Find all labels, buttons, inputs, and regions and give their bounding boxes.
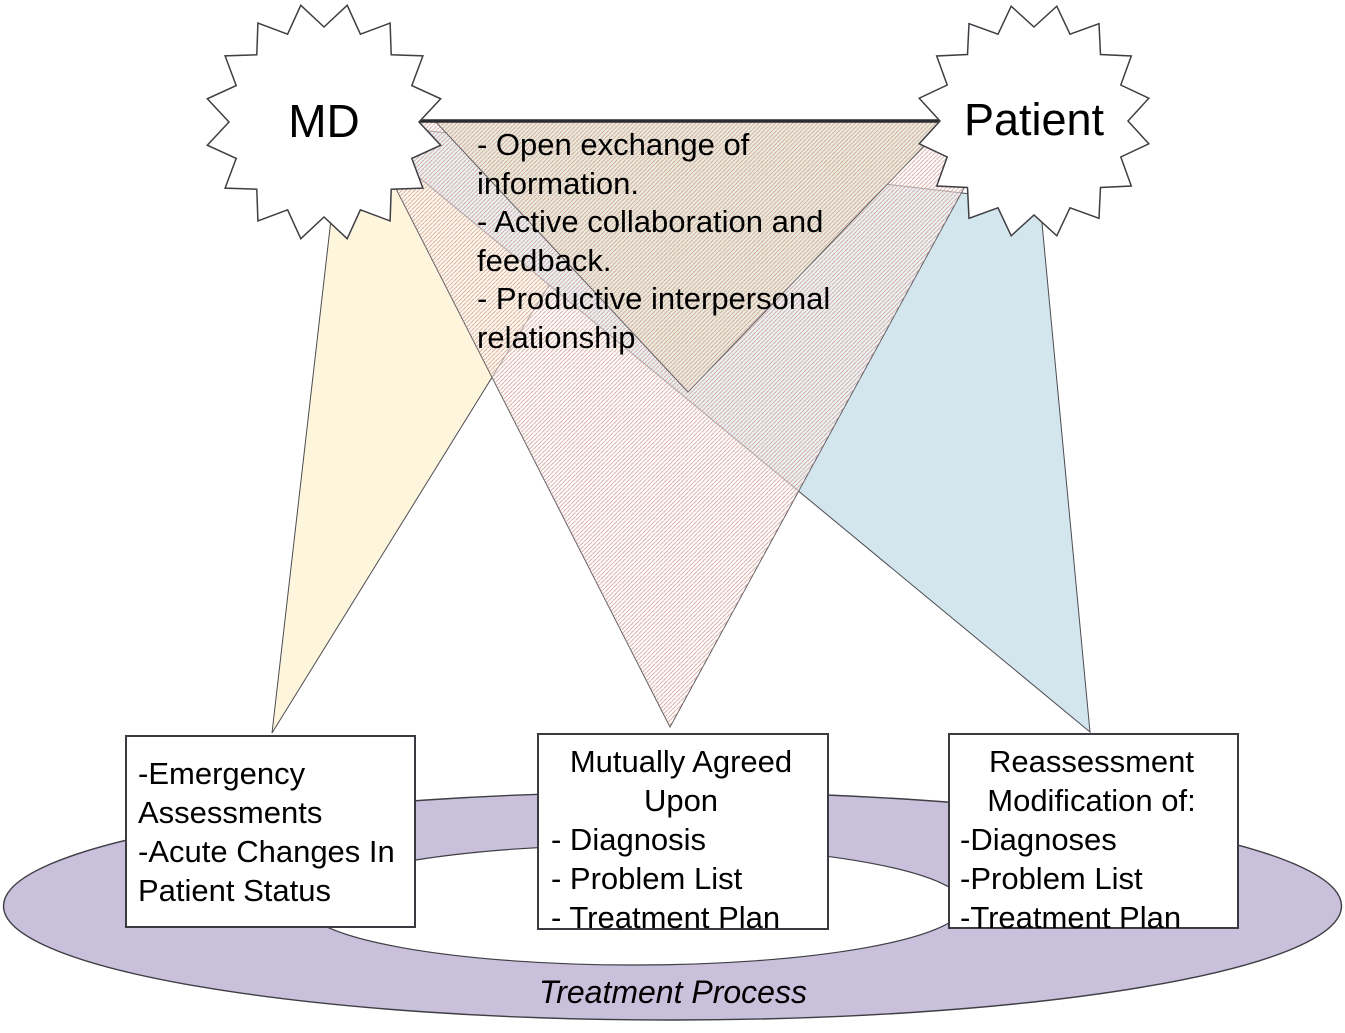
reassessment-box-item: -Problem List [960, 861, 1143, 896]
reassessment-box-title-line: Modification of: [987, 783, 1196, 818]
relationship-note-line: relationship [477, 319, 636, 355]
mutual-box-item: - Problem List [551, 861, 743, 896]
emergency-box-line: -Acute Changes In [138, 834, 395, 869]
relationship-note-line: - Open exchange of [477, 127, 750, 162]
relationship-notes: - Open exchange of information. - Active… [477, 126, 907, 357]
mutual-box-item: - Diagnosis [551, 822, 707, 857]
patient-starburst [917, 4, 1151, 238]
mutual-box-title-line: Mutually Agreed [569, 744, 793, 779]
relationship-note-line: - Active collaboration and [477, 204, 824, 239]
mutual-box-title-line: Upon [643, 783, 719, 818]
emergency-box-line: -Emergency [138, 756, 306, 791]
relationship-note-line: feedback. [477, 242, 612, 278]
relationship-note-line: information. [477, 165, 639, 201]
md-starburst [206, 4, 442, 240]
relationship-note-line: - Productive interpersonal [477, 281, 831, 316]
mutually-agreed-box: Mutually Agreed Upon - Diagnosis - Probl… [537, 733, 829, 935]
emergency-box-line: Patient Status [138, 873, 332, 908]
reassessment-box-item: -Diagnoses [960, 822, 1117, 857]
md-label: MD [288, 95, 360, 147]
emergency-assessments-box: -Emergency Assessments -Acute Changes In… [125, 735, 416, 928]
treatment-process-label: Treatment Process [539, 974, 807, 1010]
emergency-box-line: Assessments [138, 795, 323, 830]
mutual-box-item: - Treatment Plan [551, 900, 781, 935]
reassessment-box-item: -Treatment Plan [960, 900, 1182, 935]
reassessment-box-title-line: Reassessment [988, 744, 1195, 779]
reassessment-box: Reassessment Modification of: -Diagnoses… [948, 733, 1239, 935]
patient-label: Patient [963, 94, 1105, 145]
